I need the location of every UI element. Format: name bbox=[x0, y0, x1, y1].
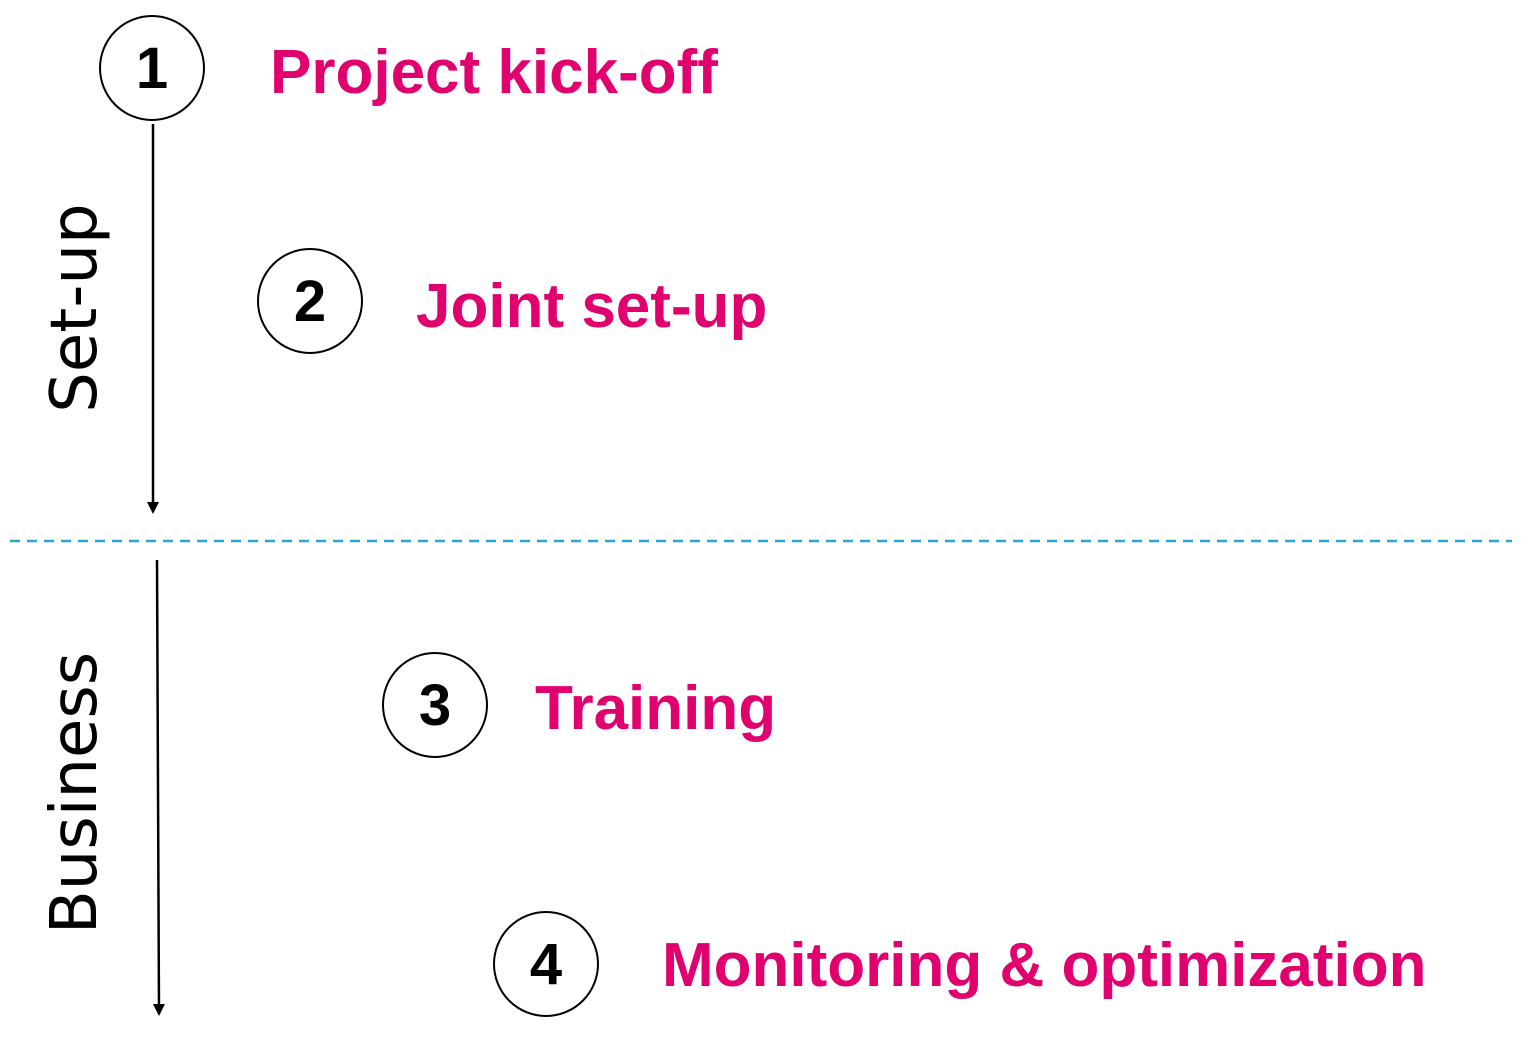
business-timeline-arrow bbox=[152, 559, 165, 1016]
step-3-title: Training bbox=[535, 674, 777, 743]
phase-label-business: Business bbox=[38, 651, 112, 935]
step-4-title: Monitoring & optimization bbox=[662, 931, 1427, 1000]
step-3-circle: 3 bbox=[382, 652, 488, 758]
step-4-circle: 4 bbox=[493, 911, 599, 1017]
step-1-circle: 1 bbox=[99, 15, 205, 121]
step-1-title: Project kick-off bbox=[270, 38, 718, 107]
step-2-circle: 2 bbox=[257, 248, 363, 354]
step-2-title: Joint set-up bbox=[416, 272, 768, 341]
phase-label-setup: Set-up bbox=[38, 203, 112, 413]
